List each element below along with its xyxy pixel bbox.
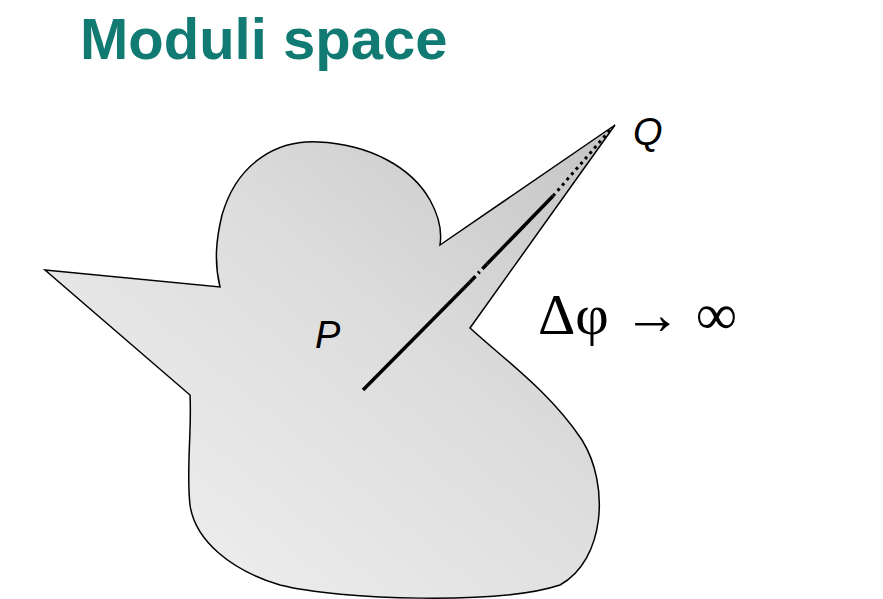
distance-limit: Δφ → ∞ (538, 283, 737, 347)
geodesic-dotted (553, 129, 611, 196)
slide-title: Moduli space (80, 4, 447, 74)
moduli-region-node: P (40, 120, 650, 595)
geodesic-solid (487, 196, 553, 264)
geodesic-solid (363, 282, 470, 390)
moduli-region (45, 125, 615, 598)
point-label: Q (633, 112, 663, 154)
point-label: P (315, 315, 340, 357)
geodesic-dashdot (470, 264, 487, 282)
